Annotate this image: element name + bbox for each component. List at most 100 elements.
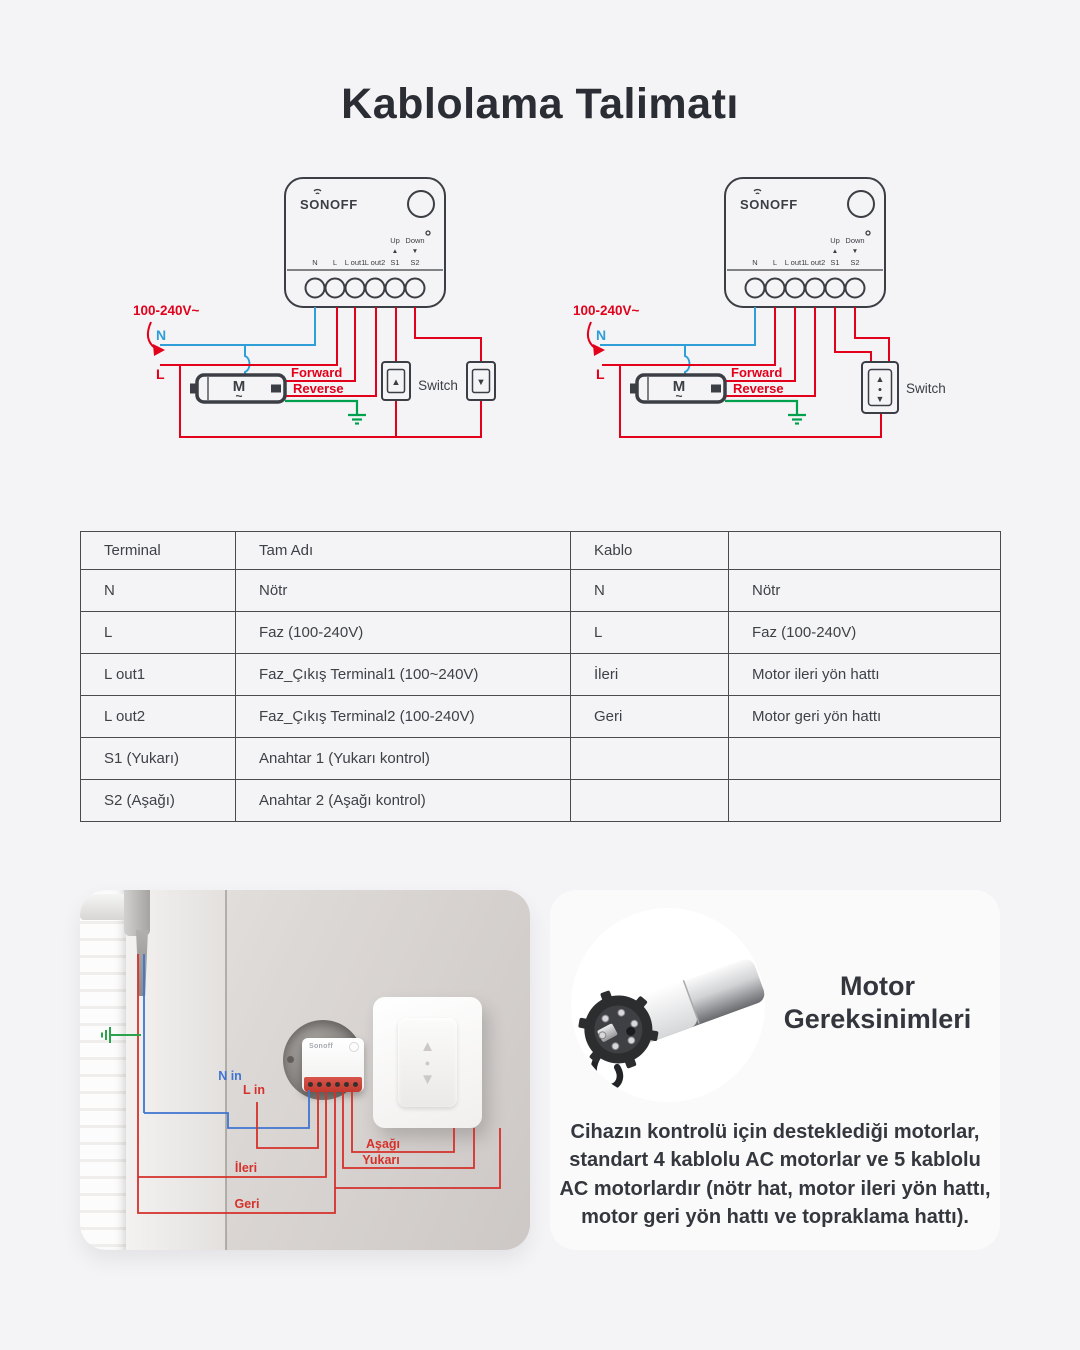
installed-sonoff-device: Sonoff	[302, 1038, 364, 1092]
neutral-wire	[600, 307, 756, 346]
l-in-wire	[256, 1090, 319, 1149]
switch-loop-wire	[335, 1128, 501, 1189]
motor: M ~	[190, 373, 287, 404]
terminal-label-lout1: L out1	[345, 258, 366, 267]
terminal-hole	[824, 277, 846, 299]
pairing-button[interactable]	[407, 190, 435, 218]
neutral-branch-wire	[684, 345, 691, 375]
up-arrow-icon: ▲	[391, 377, 400, 388]
wifi-icon	[313, 188, 322, 195]
supply-arrowhead	[593, 344, 605, 356]
table-cell: Motor ileri yön hattı	[728, 653, 1001, 696]
table-cell	[570, 779, 729, 822]
table-header-row: Terminal Tam Adı Kablo	[80, 531, 1001, 570]
motor-m-label: M	[233, 378, 246, 395]
neutral-label: N	[596, 327, 606, 343]
motor-image	[571, 908, 765, 1102]
terminal-label-s1: S1	[390, 258, 399, 267]
wiring-diagram-left: SONOFF Up Down ▲ ▼ N L L out1 L out2 S1 …	[133, 177, 496, 438]
up-arrow-icon: ▲	[392, 248, 398, 255]
terminal-hole	[324, 277, 346, 299]
terminal-strip	[304, 1077, 362, 1092]
terminal-label-n: N	[312, 258, 317, 267]
pairing-button[interactable]	[349, 1042, 359, 1052]
terminal-label-n: N	[752, 258, 757, 267]
neutral-label: N	[156, 327, 166, 343]
terminal-hole	[364, 277, 386, 299]
motor-m-label: M	[673, 378, 686, 395]
table-row: N Nötr N Nötr	[80, 569, 1001, 612]
reverse-label: Reverse	[733, 381, 784, 396]
live-label: L	[596, 366, 605, 382]
blind-strap	[136, 930, 148, 996]
table-cell: S2 (Aşağı)	[80, 779, 236, 822]
reverse-label: Reverse	[293, 381, 344, 396]
s1-wire	[834, 307, 872, 362]
ileri-label: İleri	[235, 1160, 257, 1175]
table-cell: N	[570, 569, 729, 612]
motor-connector	[271, 384, 281, 393]
table-cell: Faz_Çıkış Terminal2 (100-240V)	[235, 695, 571, 738]
table-cell: Faz (100-240V)	[235, 611, 571, 654]
down-switch[interactable]: ▼	[466, 361, 496, 401]
supply-arrowhead	[153, 344, 165, 356]
brand-logo: Sonoff	[309, 1043, 333, 1050]
yukari-label: Yukarı	[362, 1153, 400, 1167]
live-wire	[602, 307, 776, 366]
wall-corner-edge	[225, 890, 227, 1250]
motor-requirements-panel: Motor Gereksinimleri Cihazın kontrolü iç…	[550, 890, 1000, 1250]
header-tam-adi: Tam Adı	[235, 531, 571, 570]
yukari-wire	[342, 1090, 475, 1169]
ground-icon	[348, 413, 366, 425]
terminal-label-lout2: L out2	[365, 258, 386, 267]
forward-label: Forward	[731, 365, 782, 380]
asagi-label: Aşağı	[366, 1137, 400, 1151]
table-cell: Nötr	[728, 569, 1001, 612]
tubular-motor-illustration	[578, 959, 765, 1091]
terminal-hole	[844, 277, 866, 299]
header-terminal: Terminal	[80, 531, 236, 570]
switch-label: Switch	[418, 378, 458, 393]
motor-tilde-label: ~	[675, 389, 682, 403]
switch-rocker[interactable]: ▲ ● ▼	[398, 1018, 457, 1107]
terminal-hole	[384, 277, 406, 299]
up-switch[interactable]: ▲	[381, 361, 411, 401]
terminal-label-l: L	[333, 258, 337, 267]
s2-wire	[414, 307, 482, 362]
terminal-hole	[744, 277, 766, 299]
down-arrow-icon: ▼	[876, 394, 885, 404]
up-arrow-icon: ▲	[876, 374, 885, 384]
header-kablo: Kablo	[570, 531, 729, 570]
voltage-label: 100-240V~	[133, 303, 200, 318]
table-cell	[728, 779, 1001, 822]
motor-left-tab	[190, 383, 198, 394]
terminal-table: Terminal Tam Adı Kablo N Nötr N Nötr L F…	[80, 531, 1001, 822]
up-arrow-icon: ▲	[420, 1037, 435, 1055]
dot-icon: ●	[878, 387, 882, 394]
reverse-wire	[285, 307, 377, 397]
table-row: S2 (Aşağı) Anahtar 2 (Aşağı kontrol)	[80, 779, 1001, 822]
table-cell: İleri	[570, 653, 729, 696]
down-label: Down	[845, 236, 864, 245]
sonoff-device: SONOFF Up Down ▲ ▼ N L L out1 L out2 S1 …	[284, 177, 446, 308]
neutral-branch-wire	[244, 345, 251, 375]
blind-roller-tube	[80, 894, 132, 920]
sonoff-device: SONOFF Up Down ▲ ▼ N L L out1 L out2 S1 …	[724, 177, 886, 308]
rocker-switch[interactable]: ▲ ● ▼	[861, 361, 899, 414]
terminal-label-s1: S1	[830, 258, 839, 267]
motor-requirements-title: Motor Gereksinimleri	[783, 971, 972, 1034]
installation-wires: N in L in İleri Geri Aşağı Yukarı	[101, 954, 501, 1214]
table-cell: L	[80, 611, 236, 654]
terminal-hole	[764, 277, 786, 299]
device-body	[284, 177, 446, 308]
geri-wire	[137, 1090, 336, 1214]
blind-bracket	[124, 890, 150, 936]
geri-label: Geri	[234, 1197, 259, 1211]
pairing-button[interactable]	[847, 190, 875, 218]
motor-body	[195, 373, 287, 404]
motor-requirements-description: Cihazın kontrolü için desteklediği motor…	[559, 1121, 991, 1229]
table-cell: N	[80, 569, 236, 612]
up-label: Up	[830, 236, 840, 245]
down-arrow-icon: ▼	[420, 1070, 435, 1088]
wall-switch[interactable]: ▲ ● ▼	[373, 997, 482, 1128]
